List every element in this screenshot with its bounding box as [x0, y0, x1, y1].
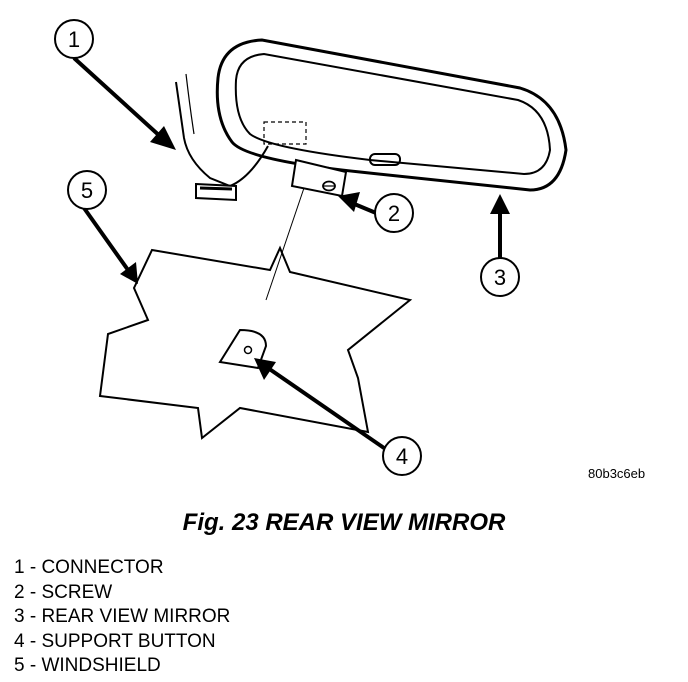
figure-code: 80b3c6eb	[588, 466, 646, 481]
callout-arrow-4	[254, 358, 386, 450]
connector-plug	[195, 182, 237, 202]
figure-caption: Fig. 23 REAR VIEW MIRROR	[182, 509, 506, 536]
legend-item-screw: 2 - SCREW	[14, 581, 113, 603]
rear-view-mirror-glass	[234, 52, 552, 176]
callout-arrow-3	[490, 194, 510, 258]
callout-5: 5	[67, 170, 107, 210]
mirror-light-slot	[369, 153, 401, 166]
rear-view-mirror-body	[215, 38, 568, 192]
callout-1: 1	[54, 19, 94, 59]
svg-text:4: 4	[396, 444, 408, 469]
support-button	[218, 328, 268, 370]
svg-text:3: 3	[494, 265, 506, 290]
legend: 1 - CONNECTOR 2 - SCREW 3 - REAR VIEW MI…	[14, 556, 230, 679]
screw	[322, 180, 336, 192]
legend-item-support-button: 4 - SUPPORT BUTTON	[14, 630, 216, 652]
connector-wire	[175, 81, 269, 188]
support-button-hole	[243, 345, 253, 355]
legend-item-connector: 1 - CONNECTOR	[14, 557, 164, 578]
svg-text:5: 5	[81, 178, 93, 203]
legend-item-windshield: 5 - WINDSHIELD	[14, 655, 161, 676]
callout-arrow-2	[338, 192, 377, 215]
svg-text:2: 2	[388, 201, 400, 226]
callout-3: 3	[480, 257, 520, 297]
svg-text:1: 1	[68, 27, 80, 52]
callout-2: 2	[374, 193, 414, 233]
callout-4: 4	[382, 436, 422, 476]
callout-arrow-5	[82, 206, 138, 284]
windshield-piece	[98, 245, 413, 440]
legend-item-rear-view-mirror: 3 - REAR VIEW MIRROR	[14, 606, 231, 627]
callout-arrow-1	[72, 56, 176, 150]
connector-wire-inner	[185, 73, 195, 135]
mirror-connector-housing	[263, 121, 307, 145]
alignment-line	[265, 184, 306, 301]
mirror-diagram: 1 2 3 4 5	[54, 19, 568, 476]
